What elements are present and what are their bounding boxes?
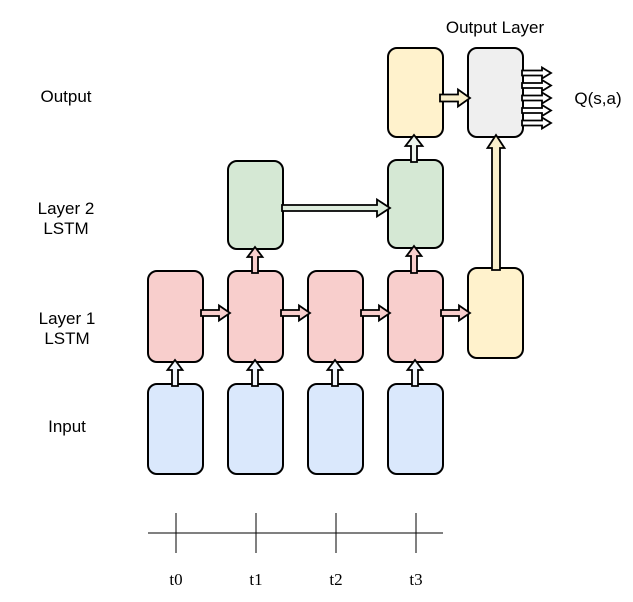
node-input-t2 [307, 383, 364, 475]
edge-layer1-t0-to-t1 [200, 303, 232, 323]
node-input-t3 [387, 383, 444, 475]
node-input-t1 [227, 383, 284, 475]
edge-layer2-t1-to-layer2-t3 [281, 197, 392, 219]
edge-layer1-t3-to-layer2-t3 [404, 244, 424, 274]
node-layer1-lstm-t3 [387, 270, 444, 363]
edge-q-output-3 [521, 90, 553, 106]
edge-output-t3-to-output-layer [439, 87, 472, 109]
edge-layer2-t3-to-output-t3 [403, 133, 425, 163]
node-input-t0 [147, 383, 204, 475]
node-layer2-lstm-t1 [227, 160, 284, 250]
timeline-label-t3: t3 [409, 570, 423, 589]
node-output-layer [467, 47, 524, 138]
row-label-layer1: Layer 1 LSTM [39, 309, 96, 349]
timeline-axis [148, 513, 443, 553]
node-layer1-lstm-t1 [227, 270, 284, 363]
row-label-layer1-line2: LSTM [44, 329, 90, 348]
row-label-layer2-line1: Layer 2 [37, 199, 95, 218]
node-output-t3 [387, 47, 444, 138]
output-layer-title: Output Layer [445, 18, 545, 37]
timeline-label-t1: t1 [249, 570, 263, 589]
node-layer2-lstm-t3 [387, 159, 444, 249]
edge-q-output-5 [521, 115, 553, 131]
node-output-from-layer1 [467, 267, 524, 359]
row-label-input: Input [48, 417, 86, 436]
edge-layer1-t2-to-t3 [360, 303, 392, 323]
row-label-layer2-line2: LSTM [43, 219, 89, 238]
timeline-label-t2: t2 [329, 570, 343, 589]
edge-q-output-1 [521, 65, 553, 81]
edge-layer1-t1-to-t2 [280, 303, 312, 323]
edge-q-output-4 [521, 103, 553, 118]
timeline-label-t0: t0 [169, 570, 183, 589]
edge-output-from-layer1-to-output-layer [485, 133, 507, 271]
q-value-label: Q(s,a) [574, 89, 622, 108]
row-label-output: Output [40, 87, 92, 106]
node-layer1-lstm-t0 [147, 270, 204, 363]
edge-layer1-t3-to-output-from-layer1 [440, 303, 472, 323]
node-layer1-lstm-t2 [307, 270, 364, 363]
row-label-layer2: Layer 2 LSTM [38, 199, 95, 239]
edge-q-output-2 [521, 78, 553, 93]
row-label-layer1-line1: Layer 1 [38, 309, 96, 328]
